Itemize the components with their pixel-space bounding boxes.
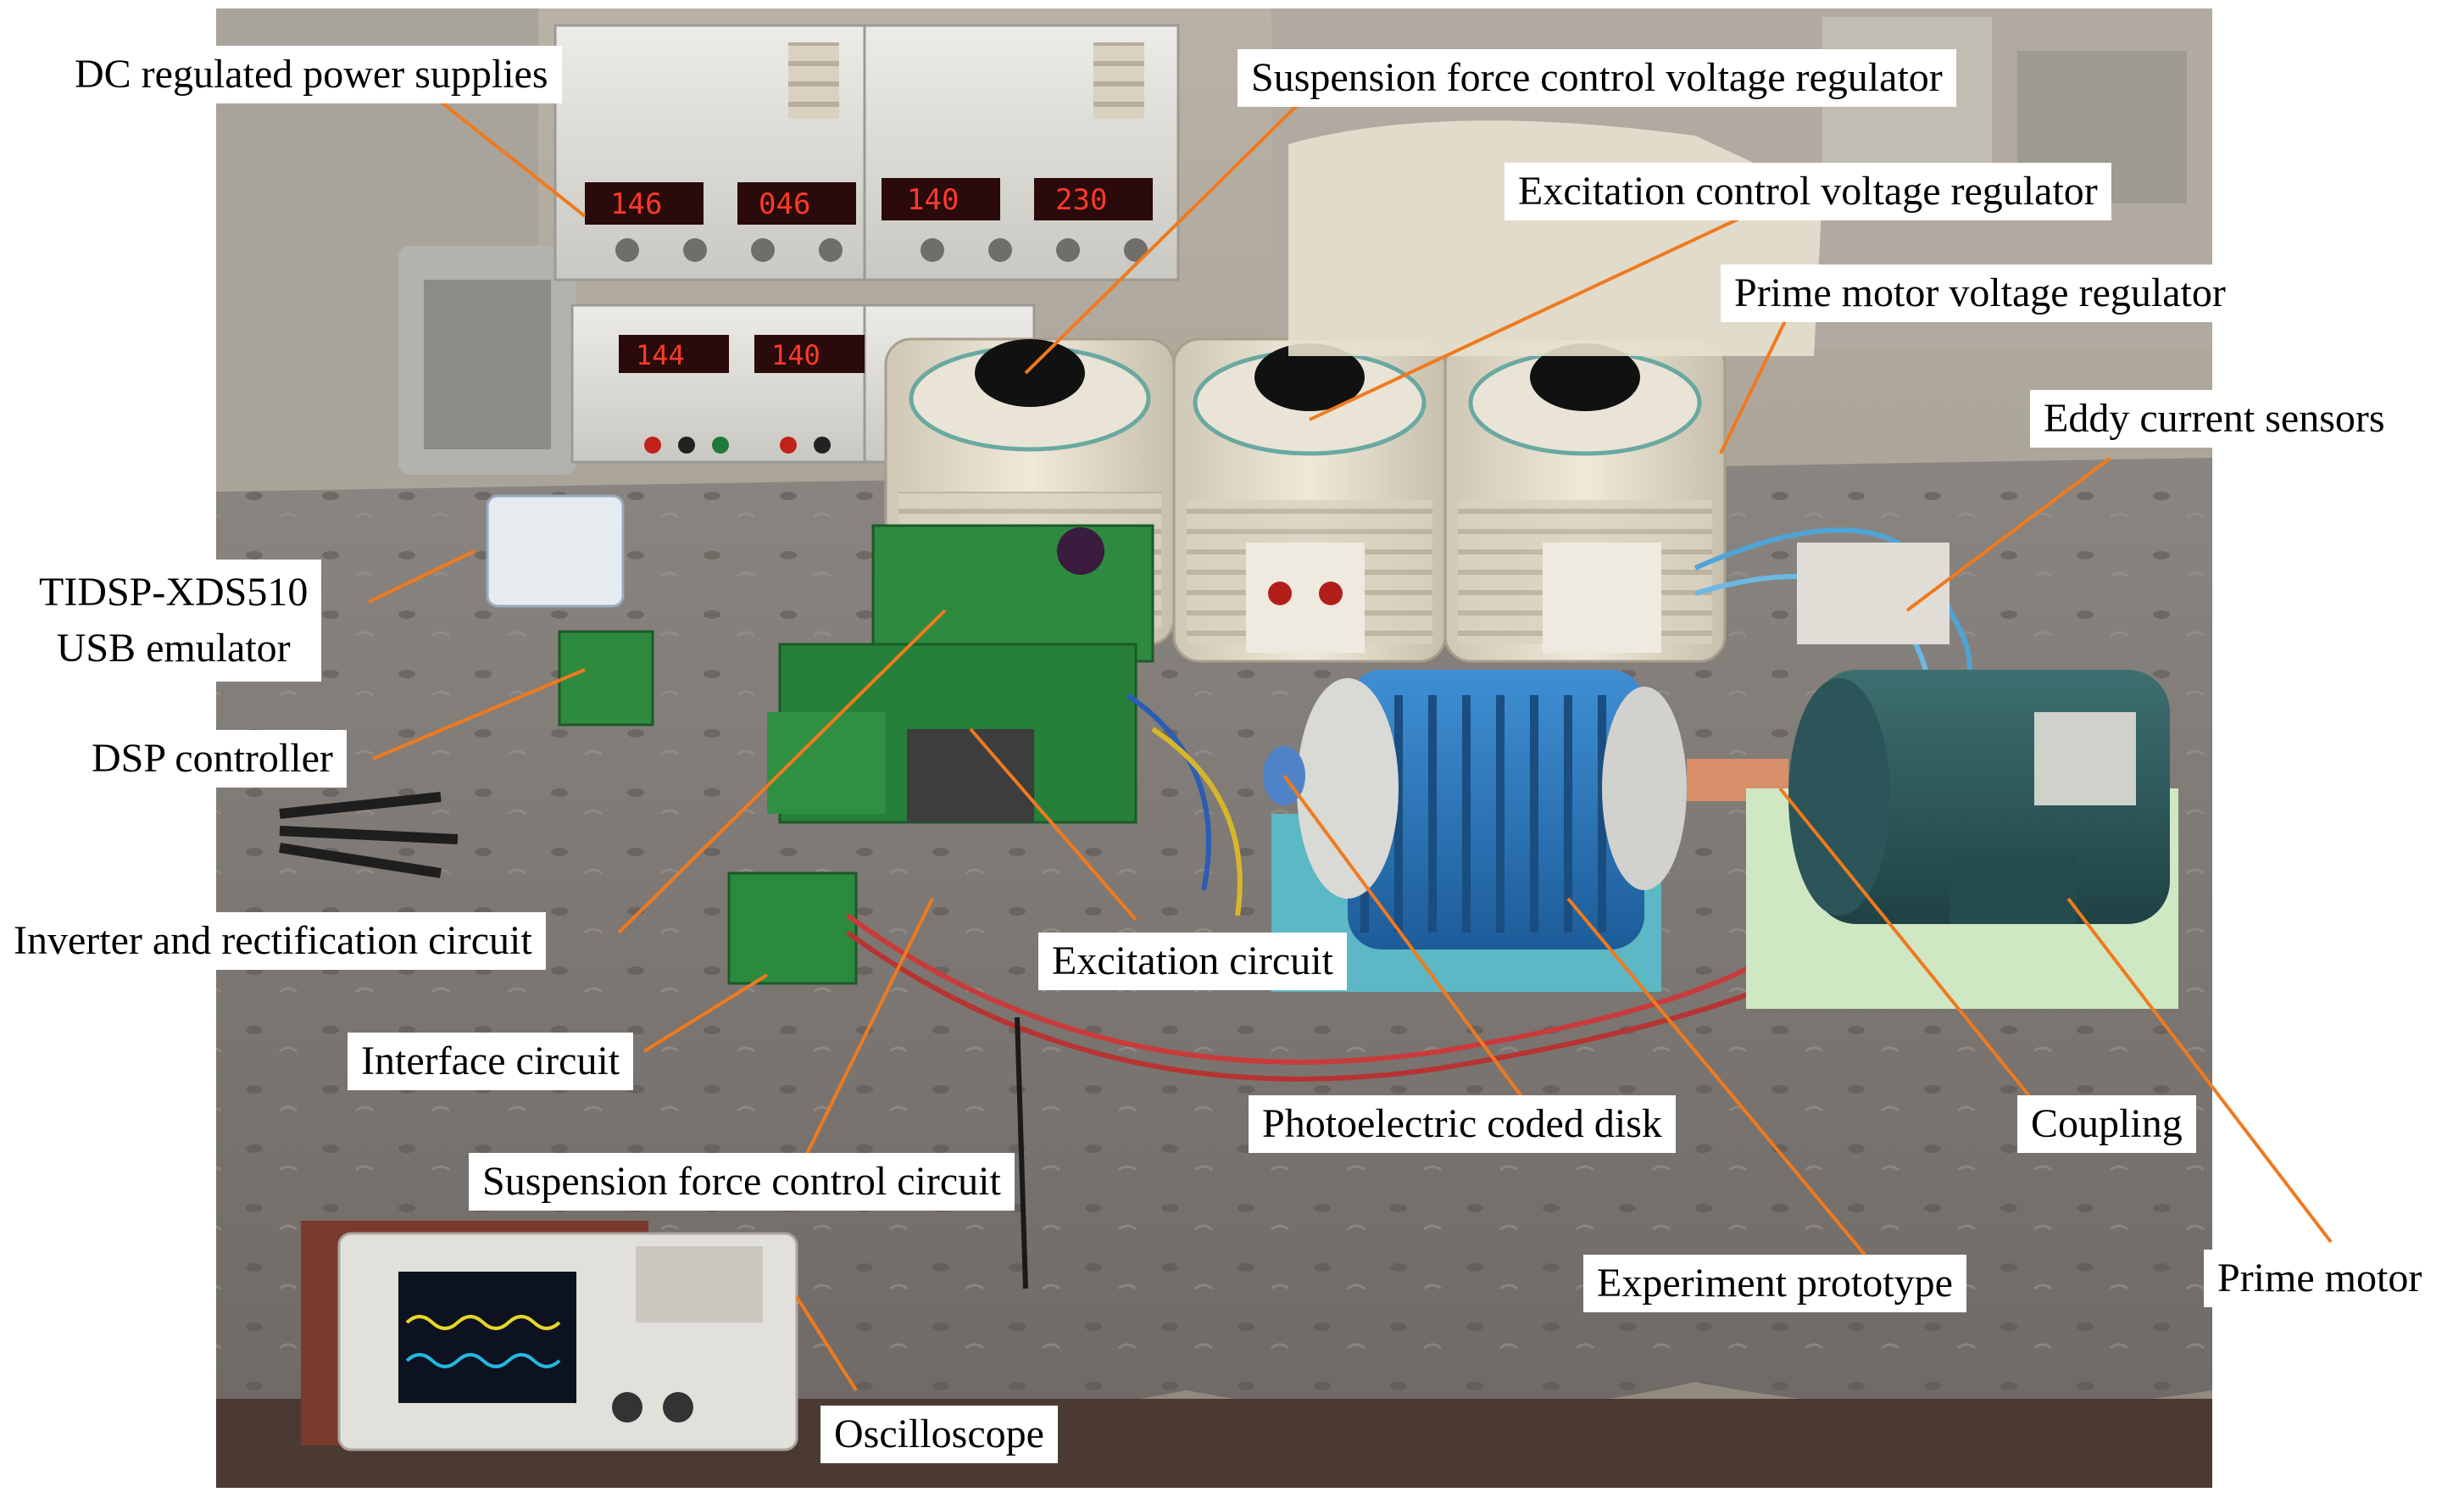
label-photoelectric-disk: Photoelectric coded disk <box>1249 1095 1676 1153</box>
svg-text:146: 146 <box>610 187 662 221</box>
circuit-boards <box>558 524 1154 985</box>
svg-text:140: 140 <box>771 339 820 371</box>
label-excitation-circuit: Excitation circuit <box>1038 933 1347 990</box>
label-prime-motor: Prime motor <box>2204 1250 2436 1307</box>
label-oscilloscope: Oscilloscope <box>820 1406 1058 1463</box>
label-eddy-sensors: Eddy current sensors <box>2030 390 2399 448</box>
prime-motor <box>1746 670 2178 1009</box>
label-prime-regulator: Prime motor voltage regulator <box>1721 264 2239 322</box>
svg-text:144: 144 <box>636 339 685 371</box>
label-interface-circuit: Interface circuit <box>348 1033 634 1090</box>
label-suspension-regulator: Suspension force control voltage regulat… <box>1238 49 1956 107</box>
svg-text:046: 046 <box>759 187 810 221</box>
label-emulator: TIDSP-XDS510 USB emulator <box>25 560 322 682</box>
label-dsp-controller: DSP controller <box>78 730 347 788</box>
oscilloscope-device <box>301 1221 798 1451</box>
label-suspension-circuit: Suspension force control circuit <box>469 1153 1015 1211</box>
svg-text:140: 140 <box>907 183 959 217</box>
svg-text:230: 230 <box>1055 183 1107 217</box>
label-emulator-line2: USB emulator <box>56 626 291 671</box>
label-emulator-line1: TIDSP-XDS510 <box>39 570 309 615</box>
label-excitation-regulator: Excitation control voltage regulator <box>1505 163 2111 220</box>
label-dc-power-supplies: DC regulated power supplies <box>61 46 562 103</box>
leader-lines <box>368 79 2333 1392</box>
label-inverter-circuit: Inverter and rectification circuit <box>0 912 546 970</box>
eddy-sensor-blocks <box>1797 543 1950 644</box>
dc-power-supplies: 146 046 140 230 144 140 <box>553 24 1180 464</box>
label-coupling: Coupling <box>2017 1095 2196 1153</box>
label-experiment-prototype: Experiment prototype <box>1583 1255 1966 1312</box>
voltage-regulators <box>884 337 1727 663</box>
usb-emulator <box>486 494 625 608</box>
